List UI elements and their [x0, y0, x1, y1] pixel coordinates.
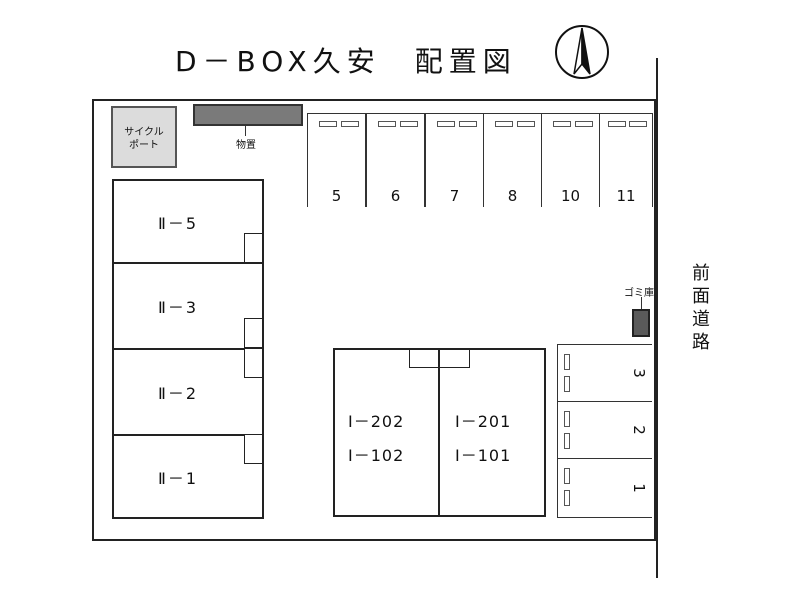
parking-space-8: 8 — [483, 113, 542, 207]
wheel-stop — [629, 121, 647, 127]
porch — [244, 233, 263, 263]
parking-space-3: 3 — [557, 344, 652, 402]
parking-number: 8 — [507, 187, 518, 205]
wheel-stop — [517, 121, 535, 127]
unit-2-2: Ⅱ－2 — [112, 348, 264, 436]
road-label-char: 前 — [692, 263, 710, 284]
unit-1-102-label: Ⅰ－102 — [348, 446, 405, 465]
cycle-port-label-line2: ポート — [129, 140, 159, 151]
unit-label: Ⅱ－3 — [158, 298, 199, 317]
parking-space-2: 2 — [557, 401, 652, 459]
wheel-stop — [400, 121, 418, 127]
road-label-char: 路 — [692, 332, 710, 353]
unit-2-3: Ⅱ－3 — [112, 262, 264, 350]
unit-1-202-label: Ⅰ－202 — [348, 412, 405, 431]
unit-2-1: Ⅱ－1 — [112, 434, 264, 519]
wheel-stop — [564, 468, 570, 484]
parking-space-11: 11 — [599, 113, 653, 207]
parking-space-1: 1 — [557, 458, 652, 518]
parking-number: 2 — [630, 425, 649, 435]
wheel-stop — [564, 490, 570, 506]
parking-number: 6 — [390, 187, 401, 205]
cycle-port: サイクル ポート — [111, 106, 177, 168]
unit-label: Ⅱ－1 — [158, 468, 199, 488]
road-edge-line — [656, 58, 658, 578]
unit-1-201-label: Ⅰ－201 — [455, 412, 512, 431]
wheel-stop — [341, 121, 359, 127]
parking-space-10: 10 — [541, 113, 600, 207]
wheel-stop — [564, 411, 570, 427]
road-label-char: 面 — [692, 286, 710, 307]
parking-number: 3 — [630, 368, 649, 378]
trash-label: ゴミ庫 — [624, 288, 654, 299]
unit-2-5: Ⅱ－5 — [112, 179, 264, 264]
building-1-entrance-divider — [439, 348, 440, 368]
wheel-stop — [553, 121, 571, 127]
porch — [244, 318, 263, 348]
page-title: D－BOX久安 配置図 — [175, 45, 517, 78]
wheel-stop — [608, 121, 626, 127]
site-boundary — [92, 99, 656, 541]
north-arrow-icon — [555, 25, 609, 79]
parking-number: 5 — [331, 187, 342, 205]
unit-1-101-label: Ⅰ－101 — [455, 446, 512, 465]
storage-shed — [193, 104, 303, 126]
parking-number: 7 — [449, 187, 460, 205]
unit-label: Ⅱ－5 — [158, 213, 199, 233]
porch — [244, 434, 263, 464]
storage-label: 物置 — [236, 140, 256, 151]
wheel-stop — [319, 121, 337, 127]
wheel-stop — [459, 121, 477, 127]
parking-space-5: 5 — [307, 113, 366, 207]
porch — [244, 348, 263, 378]
wheel-stop — [378, 121, 396, 127]
unit-label: Ⅱ－2 — [158, 384, 199, 403]
wheel-stop — [564, 354, 570, 370]
parking-number: 10 — [560, 187, 581, 205]
unit-label-left: Ⅰ－202 Ⅰ－102 — [348, 405, 404, 473]
road-label: 前 面 道 路 — [686, 262, 716, 354]
parking-space-7: 7 — [425, 113, 484, 207]
wheel-stop — [564, 376, 570, 392]
parking-space-6: 6 — [366, 113, 425, 207]
wheel-stop — [437, 121, 455, 127]
road-label-char: 道 — [692, 309, 710, 330]
trash-leader-line — [641, 297, 642, 309]
parking-number: 11 — [616, 187, 636, 205]
storage-leader-line — [245, 126, 246, 136]
unit-label-right: Ⅰ－201 Ⅰ－101 — [455, 405, 511, 473]
cycle-port-label-line1: サイクル — [124, 127, 164, 138]
parking-number: 1 — [630, 483, 649, 493]
wheel-stop — [564, 433, 570, 449]
building-1-divider — [438, 348, 440, 517]
trash-storage — [632, 309, 650, 337]
wheel-stop — [575, 121, 593, 127]
wheel-stop — [495, 121, 513, 127]
